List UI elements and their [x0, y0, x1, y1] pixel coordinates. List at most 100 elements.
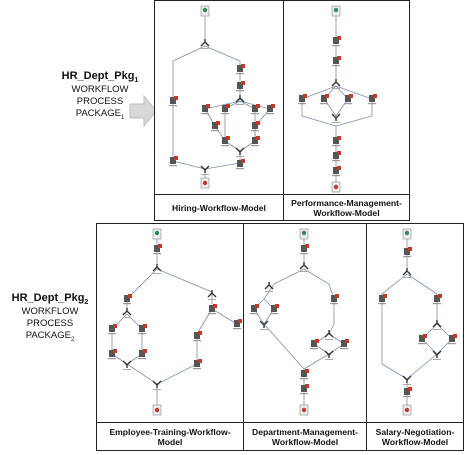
task-icon: [169, 96, 178, 107]
package-1-type: WORKFLOW PROCESS PACKAGE1: [71, 84, 129, 122]
task-icon: [332, 151, 341, 162]
task-icon: [300, 369, 309, 380]
flow-edge: [406, 273, 438, 324]
flow-edge: [263, 268, 305, 300]
flow-edge: [328, 323, 335, 335]
task-icon: [153, 244, 162, 255]
task-icon: [138, 324, 147, 335]
task-icon: [378, 294, 387, 305]
task-icon: [251, 136, 260, 147]
task-icon: [266, 104, 275, 115]
end-node-icon: [331, 181, 341, 193]
task-icon: [250, 304, 259, 315]
task-icon: [418, 334, 427, 345]
task-icon: [236, 64, 245, 75]
start-node-icon: [402, 228, 412, 240]
flow-edge: [406, 353, 438, 380]
end-node-icon: [200, 177, 210, 189]
flow-edge: [172, 160, 206, 170]
package-1-label: HR_Dept_Pkg1 WORKFLOW PROCESS PACKAGE1: [50, 70, 150, 124]
package-2-models: Employee-Training-Workflow- Model Depart…: [96, 223, 464, 451]
task-icon: [332, 56, 341, 67]
salary-negotiation-workflow-diagram: [378, 228, 457, 416]
performance-management-workflow-diagram: [298, 5, 377, 193]
task-icon: [193, 359, 202, 370]
employee-training-workflow-model: Employee-Training-Workflow- Model: [97, 224, 244, 450]
task-icon: [433, 294, 442, 305]
task-icon: [340, 339, 349, 350]
task-icon: [236, 159, 245, 170]
split-gateway-icon: [299, 262, 309, 272]
package-2-label: HR_Dept_Pkg2 WORKFLOW PROCESS PACKAGE2: [2, 292, 98, 346]
task-icon: [201, 104, 210, 115]
performance-management-caption: Performance-Management- Workflow-Model: [284, 194, 409, 220]
split-gateway-icon: [432, 320, 442, 330]
employee-training-caption: Employee-Training-Workflow- Model: [97, 422, 243, 450]
split-gateway-icon: [235, 95, 245, 105]
task-icon: [236, 81, 245, 92]
flow-edge: [196, 308, 213, 335]
flow-edge: [156, 268, 213, 304]
join-gateway-icon: [152, 380, 162, 390]
task-icon: [403, 387, 412, 398]
split-gateway-icon: [122, 308, 132, 318]
split-gateway-icon: [402, 268, 412, 278]
flow-edge: [211, 308, 238, 325]
task-icon: [344, 94, 353, 105]
package-2-type: WORKFLOW PROCESS PACKAGE2: [21, 306, 79, 344]
join-gateway-icon: [331, 113, 341, 123]
join-gateway-icon: [324, 350, 334, 360]
split-gateway-icon: [200, 39, 210, 49]
task-icon: [211, 121, 220, 132]
hiring-workflow-diagram: [169, 5, 275, 189]
flow-edge: [172, 45, 206, 161]
task-icon: [320, 94, 329, 105]
join-gateway-icon: [200, 165, 210, 175]
task-icon: [233, 319, 242, 330]
flow-edge: [263, 323, 305, 370]
split-gateway-icon: [324, 330, 334, 340]
salary-negotiation-caption: Salary-Negotiation- Workflow-Model: [367, 422, 463, 450]
task-icon: [108, 349, 117, 360]
department-management-workflow-model: Department-Management- Workflow-Model: [244, 224, 367, 450]
end-node-icon: [402, 404, 412, 416]
task-icon: [270, 304, 279, 315]
start-node-icon: [152, 228, 162, 240]
task-icon: [251, 121, 260, 132]
flow-edge: [126, 268, 158, 309]
package-1-arrow: [129, 94, 157, 128]
flow-edge: [126, 363, 158, 385]
join-gateway-icon: [259, 320, 269, 330]
flow-edge: [335, 85, 373, 127]
join-gateway-icon: [432, 350, 442, 360]
join-gateway-icon: [235, 147, 245, 157]
task-icon: [208, 304, 217, 315]
end-node-icon: [299, 404, 309, 416]
package-1-name: HR_Dept_Pkg1: [61, 70, 139, 85]
task-icon: [123, 294, 132, 305]
start-node-icon: [200, 5, 210, 17]
task-icon: [221, 104, 230, 115]
task-icon: [332, 136, 341, 147]
flow-edge: [301, 85, 337, 127]
package-1-models: Hiring-Workflow-Model Performance-Manage…: [154, 0, 410, 221]
flow-edge: [204, 45, 241, 81]
task-icon: [330, 294, 339, 305]
task-icon: [332, 166, 341, 177]
task-icon: [298, 94, 307, 105]
task-icon: [448, 334, 457, 345]
split-gateway-icon: [207, 290, 217, 300]
performance-management-workflow-model: Performance-Management- Workflow-Model: [284, 1, 409, 220]
end-node-icon: [152, 404, 162, 416]
task-icon: [403, 247, 412, 258]
flow-edge: [204, 162, 241, 170]
employee-training-workflow-diagram: [108, 228, 242, 416]
salary-negotiation-workflow-model: Salary-Negotiation- Workflow-Model: [367, 224, 463, 450]
split-gateway-icon: [152, 264, 162, 274]
task-icon: [221, 136, 230, 147]
task-icon: [368, 94, 377, 105]
start-node-icon: [299, 228, 309, 240]
task-icon: [251, 104, 260, 115]
task-icon: [169, 156, 178, 167]
split-gateway-icon: [331, 79, 341, 89]
